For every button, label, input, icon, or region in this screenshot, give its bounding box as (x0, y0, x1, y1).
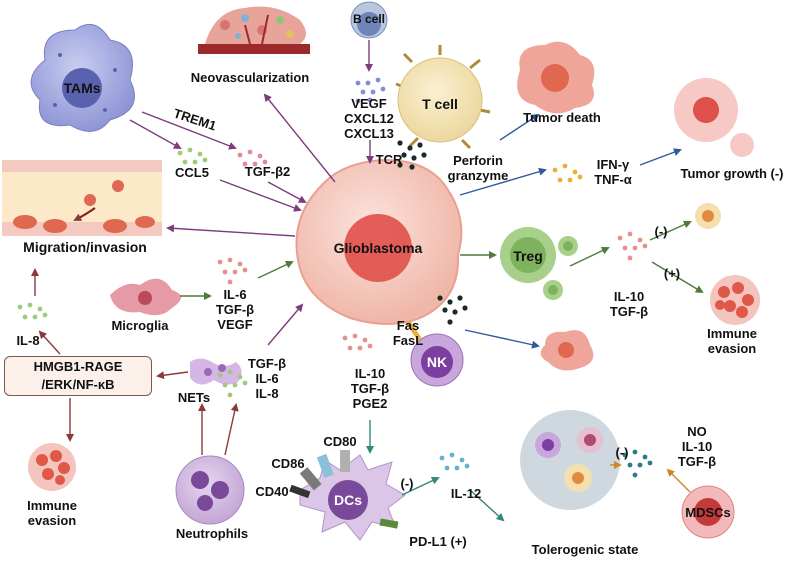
small-effector-cell (695, 203, 721, 229)
arrow-gbm-to-neovasc (263, 93, 336, 183)
nets-label: NETs (177, 390, 211, 405)
microglia-factors-label: IL-6 TGF-β VEGF (215, 287, 255, 332)
arrow-nets-to-gbm (267, 303, 304, 346)
arrow-factors-to-evasion (651, 261, 704, 294)
arrow-dc-to-tolerogenic (469, 489, 505, 522)
nk-cell (405, 320, 464, 387)
b-cell-factors-label: VEGF CXCL12 CXCL13 (344, 96, 394, 141)
arrow-mdsc-to-factors (666, 468, 691, 493)
arrow-tams-to-tgfb2 (141, 111, 237, 150)
nets-factors-label: TGF-β IL-6 IL-8 (247, 356, 287, 401)
arrow-perforin-to-death (499, 113, 540, 141)
treg-label: Treg (513, 248, 543, 264)
pdl1-label: PD-L1 (+) (409, 534, 467, 549)
il12-label: IL-12 (450, 486, 482, 501)
migration-label: Migration/invasion (23, 239, 147, 255)
b-cell-label: B cell (352, 12, 385, 26)
neovascularization-label: Neovascularization (190, 70, 310, 85)
cd80-label: CD80 (323, 434, 357, 449)
ccl5-label: CCL5 (175, 165, 209, 180)
arrow-tgfb2-to-gbm (267, 181, 307, 203)
mdsc-cell (681, 485, 735, 539)
tumor-growth-label: Tumor growth (-) (680, 166, 784, 181)
arrow-dc-to-il12 (401, 476, 440, 496)
mdsc-minus-label: (-) (615, 445, 629, 460)
arrow-tams-to-ccl5 (129, 119, 182, 149)
neutrophils-label: Neutrophils (175, 526, 249, 541)
mdsc-factors-label: NO IL-10 TGF-β (677, 424, 717, 469)
arrow-ifn-to-growth (639, 148, 682, 166)
treg-plus-label: (+) (663, 266, 681, 281)
tumor-growth-illustration (674, 78, 754, 157)
immune-evasion-right-label: Immune evasion (707, 326, 757, 356)
arrow-factors-to-cell (649, 220, 692, 241)
b-cell (350, 1, 388, 39)
immune-evasion-left-label: Immune evasion (27, 498, 77, 528)
tams-label: TAMs (63, 80, 101, 96)
arrow-gbm-to-ifn (459, 167, 547, 196)
arrow-nk-to-tumor (464, 329, 540, 349)
nk-target-tumor (540, 330, 594, 371)
cytokine-dots (17, 77, 653, 478)
dc-minus-label: (-) (400, 476, 414, 491)
ifn-tnf-label: IFN-γ TNF-α (594, 157, 632, 187)
nets-illustration (190, 358, 242, 385)
cd86-label: CD86 (271, 456, 305, 471)
treg-cell (500, 227, 578, 300)
tumor-death-label: Tumor death (523, 110, 601, 125)
migration-illustration (2, 160, 162, 236)
perforin-label: Perforin granzyme (447, 153, 509, 183)
tcr-label: TCR (375, 152, 403, 167)
arrow-factors-to-gbm (257, 260, 294, 279)
il8-label: IL-8 (16, 333, 40, 348)
arrow-treg-to-factors (569, 246, 610, 267)
cd40-label: CD40 (255, 484, 289, 499)
microglia-label: Microglia (111, 318, 169, 333)
fas-label: Fas FasL (392, 318, 424, 348)
glioblastoma-cell (295, 158, 463, 325)
dc-cell (289, 450, 406, 541)
arrow-ccl5-to-gbm (219, 179, 302, 212)
neutrophil-cell (175, 455, 245, 525)
tolerogenic-label: Tolerogenic state (531, 542, 639, 557)
mdsc-target-group (520, 410, 620, 510)
glioblastoma-label: Glioblastoma (333, 240, 423, 256)
arrow-hmgb1-to-il8 (38, 330, 61, 355)
neovascularization-illustration (198, 6, 310, 54)
immune-evasion-cluster-right (710, 275, 760, 325)
dcs-label: DCs (333, 492, 362, 508)
tumor-death-illustration (517, 41, 595, 114)
nk-label: NK (426, 354, 448, 370)
tgf-b2-label: TGF-β2 (244, 164, 291, 179)
immune-evasion-cluster-left (28, 443, 76, 491)
gbm-factors-label: IL-10 TGF-β PGE2 (350, 366, 390, 411)
hmgb1-pathway-box: HMGB1-RAGE /ERK/NF-κB (4, 356, 152, 396)
mdscs-label: MDSCs (685, 505, 731, 520)
arrow-gbm-to-migration (166, 224, 296, 237)
arrow-neutrophils-to-factors (224, 403, 239, 456)
t-cell-label: T cell (422, 96, 458, 112)
arrow-nets-to-hmgb1 (156, 371, 189, 380)
arrows (31, 40, 704, 522)
treg-minus-label: (-) (654, 224, 668, 239)
microglia-cell (110, 278, 181, 316)
t-cell (395, 45, 491, 150)
tams-cell (30, 23, 135, 132)
treg-factors-label: IL-10 TGF-β (609, 289, 649, 319)
